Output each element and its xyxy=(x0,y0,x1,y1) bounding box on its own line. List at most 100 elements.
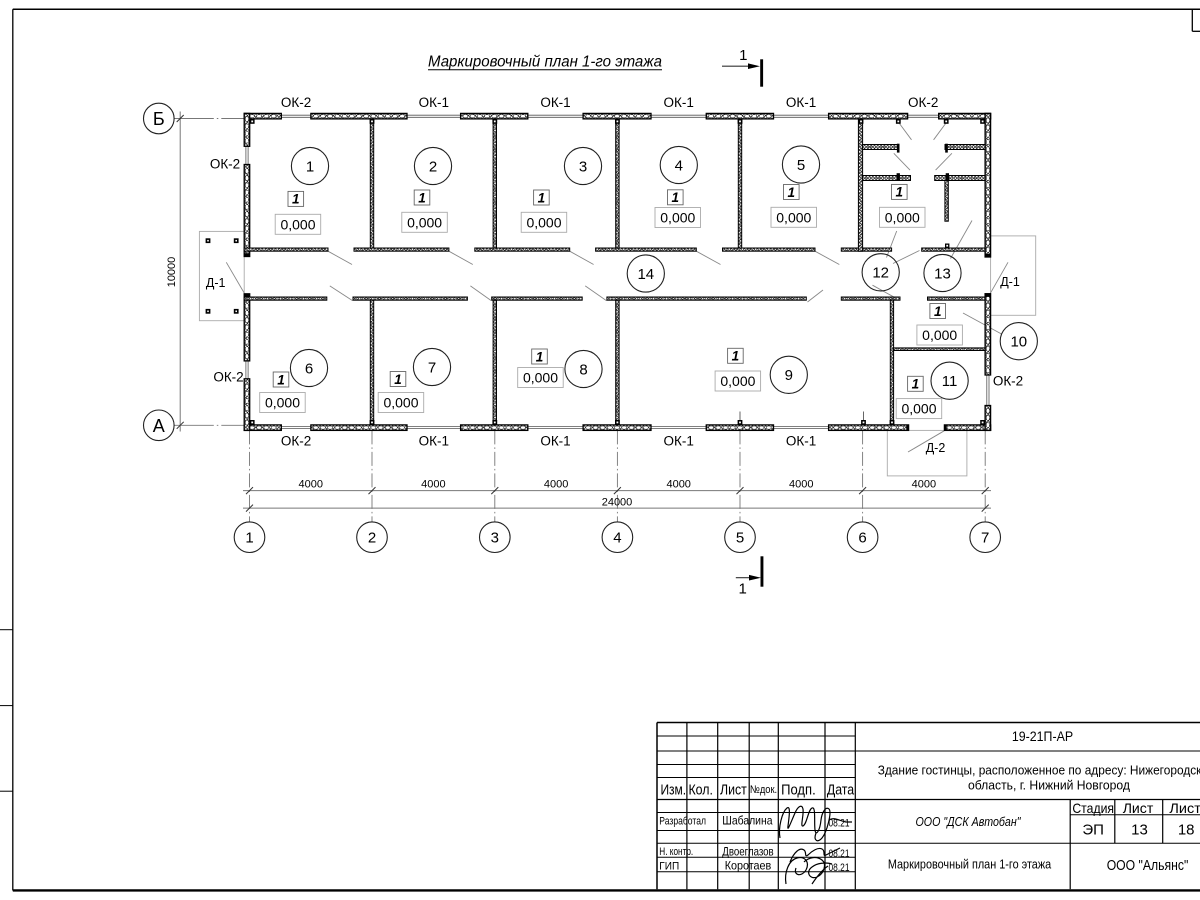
svg-text:11: 11 xyxy=(942,373,958,390)
svg-text:1: 1 xyxy=(912,377,920,392)
svg-text:ОК-2: ОК-2 xyxy=(210,157,240,172)
svg-text:Изм.: Изм. xyxy=(660,783,686,799)
svg-text:ЭП: ЭП xyxy=(1082,822,1104,839)
svg-text:1: 1 xyxy=(277,372,285,387)
svg-text:Лист: Лист xyxy=(720,783,747,799)
svg-text:0,000: 0,000 xyxy=(922,327,957,343)
svg-text:ОК-1: ОК-1 xyxy=(540,434,570,449)
svg-text:13: 13 xyxy=(1131,822,1148,839)
svg-text:4000: 4000 xyxy=(544,479,568,491)
svg-text:ОК-1: ОК-1 xyxy=(786,95,816,110)
svg-text:Д-1: Д-1 xyxy=(206,276,226,290)
svg-text:0,000: 0,000 xyxy=(407,214,442,230)
svg-text:10000: 10000 xyxy=(166,257,178,288)
svg-text:Двоеглазов: Двоеглазов xyxy=(722,845,773,859)
svg-text:0,000: 0,000 xyxy=(901,401,936,417)
svg-text:ГИП: ГИП xyxy=(659,861,679,873)
svg-text:ОК-1: ОК-1 xyxy=(664,434,694,449)
svg-text:Маркировочный план 1-го этажа: Маркировочный план 1-го этажа xyxy=(888,858,1051,872)
svg-text:А: А xyxy=(153,416,165,436)
svg-text:18: 18 xyxy=(1178,822,1195,839)
svg-text:Н. контр.: Н. контр. xyxy=(659,846,693,858)
svg-text:1: 1 xyxy=(732,349,740,364)
svg-text:ОК-2: ОК-2 xyxy=(281,95,311,110)
svg-text:ОК-2: ОК-2 xyxy=(993,374,1023,389)
svg-text:2: 2 xyxy=(368,530,376,547)
svg-text:12: 12 xyxy=(872,265,889,282)
svg-text:ОК-1: ОК-1 xyxy=(419,434,449,449)
svg-text:08.21: 08.21 xyxy=(829,848,850,860)
svg-text:4: 4 xyxy=(675,157,683,174)
svg-text:ООО "ДСК Автобан": ООО "ДСК Автобан" xyxy=(916,814,1022,829)
svg-text:1: 1 xyxy=(538,190,546,205)
svg-text:3: 3 xyxy=(491,530,499,547)
svg-text:0,000: 0,000 xyxy=(280,216,315,232)
svg-text:ООО "Альянс": ООО "Альянс" xyxy=(1107,858,1189,874)
svg-text:6: 6 xyxy=(858,530,866,547)
svg-text:4: 4 xyxy=(613,530,621,547)
svg-text:0,000: 0,000 xyxy=(523,370,558,386)
svg-text:1: 1 xyxy=(536,349,544,364)
svg-text:5: 5 xyxy=(797,157,805,174)
svg-text:9: 9 xyxy=(785,367,793,384)
svg-text:Д-2: Д-2 xyxy=(926,441,946,455)
svg-text:Дата: Дата xyxy=(827,783,855,799)
svg-text:Кол.: Кол. xyxy=(688,783,713,799)
svg-text:№док.: №док. xyxy=(750,784,777,796)
svg-text:13: 13 xyxy=(934,265,951,282)
svg-text:Листов: Листов xyxy=(1169,800,1200,816)
svg-text:8: 8 xyxy=(579,361,587,378)
svg-text:0,000: 0,000 xyxy=(885,209,920,225)
svg-text:19-21П-АР: 19-21П-АР xyxy=(1012,728,1073,744)
svg-text:08.21: 08.21 xyxy=(829,862,850,874)
svg-text:4000: 4000 xyxy=(421,479,445,491)
svg-text:3: 3 xyxy=(579,158,587,175)
svg-text:Разработал: Разработал xyxy=(659,816,706,828)
svg-text:0,000: 0,000 xyxy=(383,395,418,411)
svg-text:ОК-2: ОК-2 xyxy=(281,434,311,449)
svg-text:0,000: 0,000 xyxy=(720,373,755,389)
svg-text:ОК-1: ОК-1 xyxy=(540,95,570,110)
svg-text:ОК-1: ОК-1 xyxy=(786,434,816,449)
svg-text:0,000: 0,000 xyxy=(776,209,811,225)
svg-text:2: 2 xyxy=(429,158,437,175)
svg-text:1: 1 xyxy=(739,580,747,597)
svg-text:1: 1 xyxy=(394,372,402,387)
svg-text:1: 1 xyxy=(292,192,300,207)
svg-text:Д-1: Д-1 xyxy=(1000,275,1020,289)
svg-text:0,000: 0,000 xyxy=(265,395,300,411)
svg-text:1: 1 xyxy=(739,47,747,64)
svg-text:0,000: 0,000 xyxy=(526,214,561,230)
svg-text:6: 6 xyxy=(305,360,313,377)
svg-text:1: 1 xyxy=(896,185,904,200)
svg-text:область, г. Нижний Новгород: область, г. Нижний Новгород xyxy=(968,777,1130,792)
svg-text:Подп.: Подп. xyxy=(781,783,816,799)
svg-text:Здание гостинцы, расположенное: Здание гостинцы, расположенное по адресу… xyxy=(878,763,1200,778)
svg-text:10: 10 xyxy=(1010,334,1027,351)
svg-text:ОК-2: ОК-2 xyxy=(908,95,938,110)
svg-text:1: 1 xyxy=(788,185,796,200)
svg-text:14: 14 xyxy=(637,266,654,283)
svg-text:4000: 4000 xyxy=(666,479,690,491)
svg-text:ОК-1: ОК-1 xyxy=(419,95,449,110)
svg-text:Маркировочный план 1-го этажа: Маркировочный план 1-го этажа xyxy=(428,54,662,71)
svg-text:7: 7 xyxy=(981,530,989,547)
svg-text:ОК-2: ОК-2 xyxy=(213,370,243,385)
svg-text:4000: 4000 xyxy=(299,479,323,491)
svg-text:4000: 4000 xyxy=(789,479,813,491)
svg-text:5: 5 xyxy=(736,530,744,547)
svg-text:1: 1 xyxy=(934,304,942,319)
svg-text:1: 1 xyxy=(418,190,426,205)
svg-text:ОК-1: ОК-1 xyxy=(664,95,694,110)
svg-text:1: 1 xyxy=(306,158,314,175)
svg-text:Лист: Лист xyxy=(1123,800,1154,816)
svg-text:4000: 4000 xyxy=(912,479,936,491)
svg-text:7: 7 xyxy=(428,359,436,376)
svg-text:1: 1 xyxy=(245,530,253,547)
svg-text:0,000: 0,000 xyxy=(660,210,695,226)
svg-text:1: 1 xyxy=(672,190,680,205)
svg-text:Стадия: Стадия xyxy=(1072,800,1114,816)
svg-text:24000: 24000 xyxy=(602,496,633,508)
svg-text:Б: Б xyxy=(153,109,165,129)
svg-text:Коротаев: Коротаев xyxy=(725,859,772,873)
